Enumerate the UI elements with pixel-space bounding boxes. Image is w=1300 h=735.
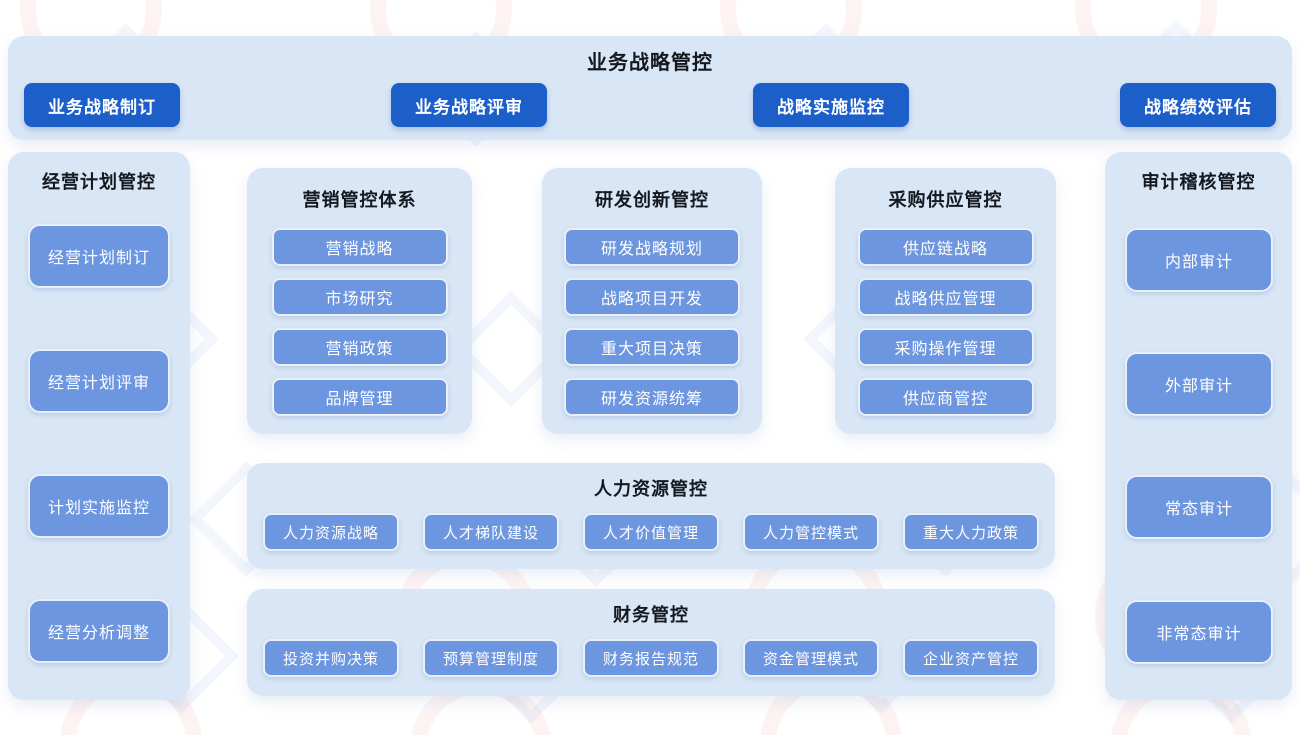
box-regular-audit: 常态审计 [1125,475,1273,539]
box-external-audit: 外部审计 [1125,352,1273,416]
panel-rd-innovation: 研发创新管控 研发战略规划 战略项目开发 重大项目决策 研发资源统筹 [542,168,762,434]
box-hr-strategy: 人力资源战略 [263,513,399,551]
box-talent-pipeline: 人才梯队建设 [423,513,559,551]
box-internal-audit: 内部审计 [1125,228,1273,292]
panel-title-procurement-supply: 采购供应管控 [888,190,1003,210]
box-operating-analysis-adjustment: 经营分析调整 [28,599,170,663]
panel-title-audit: 审计稽核管控 [1141,172,1256,192]
box-marketing-strategy: 营销战略 [271,228,448,266]
box-financial-reporting-standards: 财务报告规范 [583,639,719,677]
box-marketing-policy: 营销政策 [271,328,448,366]
panel-marketing: 营销管控体系 营销战略 市场研究 营销政策 品牌管理 [247,168,472,434]
panel-operating-plan: 经营计划管控 经营计划制订 经营计划评审 计划实施监控 经营分析调整 [8,152,190,700]
box-strategic-supply-management: 战略供应管理 [857,278,1034,316]
box-hr-control-model: 人力管控模式 [743,513,879,551]
box-investment-ma-decision: 投资并购决策 [263,639,399,677]
box-plan-monitoring: 计划实施监控 [28,474,170,538]
box-procurement-operation-management: 采购操作管理 [857,328,1034,366]
box-strategy-formulation: 业务战略制订 [24,83,180,127]
box-plan-review: 经营计划评审 [28,349,170,413]
box-corporate-asset-control: 企业资产管控 [903,639,1039,677]
panel-title-business-strategy: 业务战略管控 [587,52,713,74]
box-supply-chain-strategy: 供应链战略 [857,228,1034,266]
box-strategic-project-development: 战略项目开发 [564,278,740,316]
panel-title-finance: 财务管控 [613,605,689,625]
panel-business-strategy: 业务战略管控 业务战略制订 业务战略评审 战略实施监控 战略绩效评估 [8,36,1292,140]
panel-title-rd-innovation: 研发创新管控 [595,190,709,210]
box-major-hr-policy: 重大人力政策 [903,513,1039,551]
panel-audit: 审计稽核管控 内部审计 外部审计 常态审计 非常态审计 [1105,152,1292,700]
box-strategy-review: 业务战略评审 [391,83,547,127]
box-rd-strategy-planning: 研发战略规划 [564,228,740,266]
panel-title-operating-plan: 经营计划管控 [42,172,156,192]
panel-finance: 财务管控 投资并购决策 预算管理制度 财务报告规范 资金管理模式 企业资产管控 [247,589,1055,696]
box-brand-management: 品牌管理 [271,378,448,416]
box-capital-management-model: 资金管理模式 [743,639,879,677]
box-major-project-decision: 重大项目决策 [564,328,740,366]
panel-title-human-resources: 人力资源管控 [594,479,708,499]
box-market-research: 市场研究 [271,278,448,316]
box-strategy-implementation-monitoring: 战略实施监控 [753,83,909,127]
hr-items-row: 人力资源战略 人才梯队建设 人才价值管理 人力管控模式 重大人力政策 [247,513,1055,551]
box-supplier-control: 供应商管控 [857,378,1034,416]
box-budget-management-system: 预算管理制度 [423,639,559,677]
box-plan-formulation: 经营计划制订 [28,224,170,288]
finance-items-row: 投资并购决策 预算管理制度 财务报告规范 资金管理模式 企业资产管控 [247,639,1055,677]
box-rd-resource-coordination: 研发资源统筹 [564,378,740,416]
panel-title-marketing: 营销管控体系 [302,190,417,210]
panel-human-resources: 人力资源管控 人力资源战略 人才梯队建设 人才价值管理 人力管控模式 重大人力政… [247,463,1055,569]
box-talent-value-management: 人才价值管理 [583,513,719,551]
box-non-regular-audit: 非常态审计 [1125,600,1273,664]
panel-procurement-supply: 采购供应管控 供应链战略 战略供应管理 采购操作管理 供应商管控 [835,168,1056,434]
box-strategy-performance-evaluation: 战略绩效评估 [1120,83,1276,127]
